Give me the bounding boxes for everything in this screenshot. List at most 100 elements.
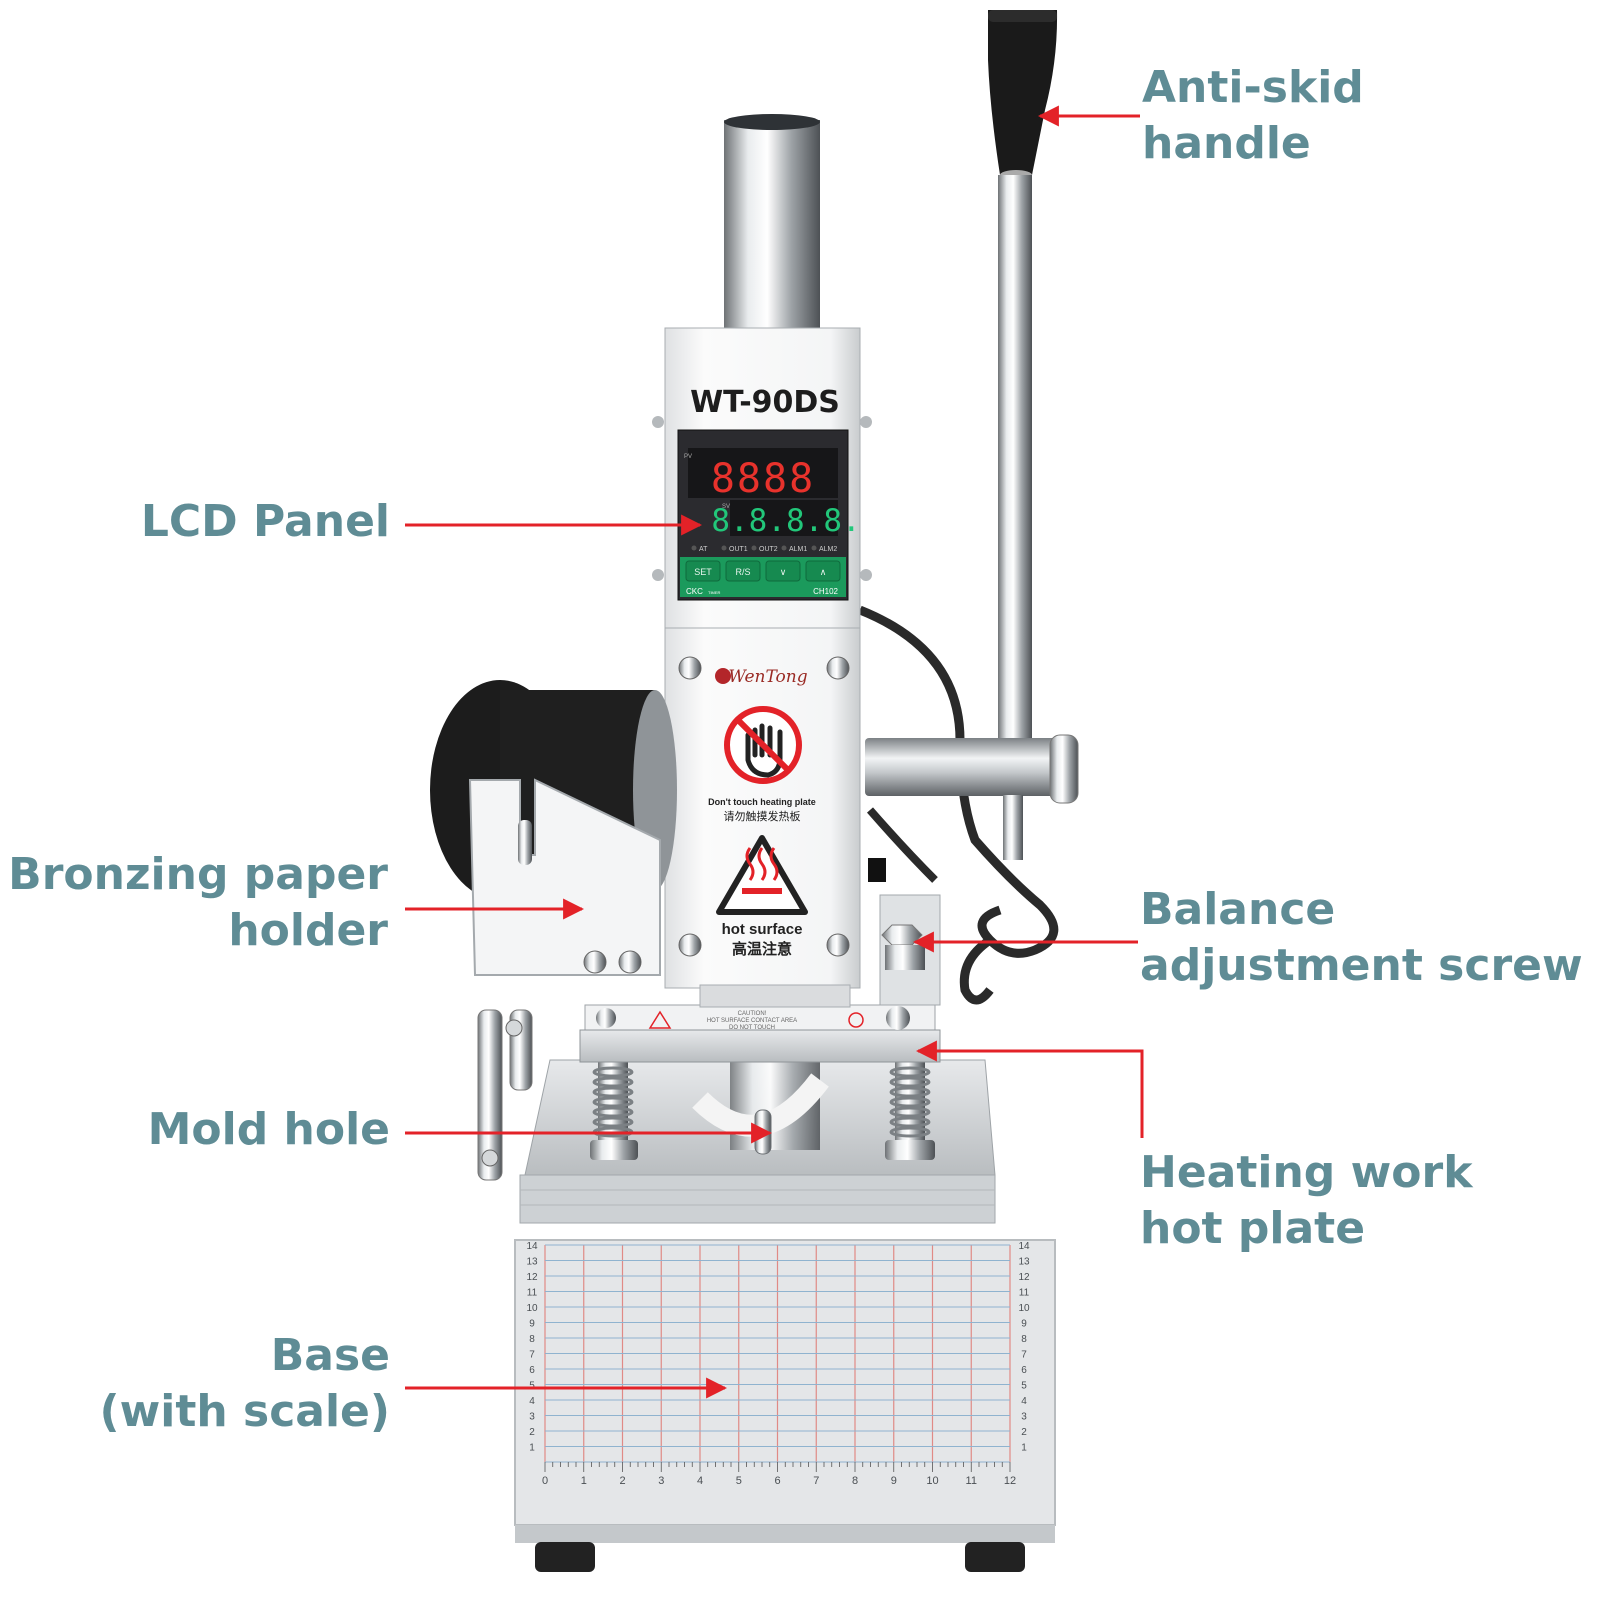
scale-bottom-label: 2 — [619, 1475, 625, 1487]
scale-side-label-left: 4 — [529, 1396, 535, 1407]
spring-coil — [592, 1086, 634, 1098]
controller-button — [765, 560, 801, 582]
callout-arrows — [405, 105, 1144, 1399]
arrow-heating-plate — [915, 1040, 1144, 1138]
scale-side-label-right: 11 — [1019, 1288, 1030, 1299]
footer-left-small: TIMER — [708, 590, 721, 595]
side-knob — [868, 858, 886, 882]
scale-bottom-label: 11 — [966, 1475, 977, 1487]
label-mold-hole: Mold hole — [148, 1102, 390, 1158]
hot-surface-sign: hot surface 高温注意 — [716, 835, 808, 958]
indicator-label: ALM1 — [789, 546, 807, 553]
scale-side-label-right: 8 — [1021, 1334, 1027, 1345]
indicator-led — [781, 545, 787, 551]
scale-side-label-left: 6 — [529, 1365, 535, 1376]
scale-bottom-label: 10 — [926, 1475, 938, 1487]
spring-coil — [592, 1076, 634, 1088]
scale-side-label-left: 14 — [526, 1241, 538, 1252]
label-anti-skid-handle-line1: Anti-skid — [1142, 62, 1364, 113]
scale-side-label-left: 9 — [529, 1319, 535, 1330]
scale-side-label-left: 1 — [529, 1443, 535, 1454]
scale-bottom-label: 9 — [891, 1475, 897, 1487]
label-anti-skid-handle-line2: handle — [1142, 118, 1311, 169]
scale-side-label-right: 3 — [1021, 1412, 1027, 1423]
spring-coil — [592, 1066, 634, 1078]
controller-button — [685, 560, 721, 582]
scale-side-label-right: 1 — [1021, 1443, 1027, 1454]
scale-side-label-left: 3 — [529, 1412, 535, 1423]
scale-bottom-label: 8 — [852, 1475, 858, 1487]
scale-side-label-right: 2 — [1021, 1427, 1027, 1438]
power-cable — [858, 605, 1059, 1005]
scale-side-label-left: 10 — [526, 1303, 538, 1314]
label-bronzing-line2: holder — [228, 905, 388, 956]
scale-side-label-right: 6 — [1021, 1365, 1027, 1376]
indicator-led — [751, 545, 757, 551]
pv-label: PV — [684, 454, 692, 460]
scale-bottom-label: 0 — [542, 1475, 548, 1487]
scale-side-label-left: 2 — [529, 1427, 535, 1438]
controller-button-label: ∧ — [820, 567, 827, 577]
top-column — [724, 114, 820, 330]
heating-hot-plate: CAUTION! HOT SURFACE CONTACT AREA DO NOT… — [579, 1004, 941, 1063]
label-anti-skid-handle: Anti-skid handle — [1142, 60, 1364, 172]
plate-caution-1: CAUTION! — [738, 1011, 767, 1017]
spring-coil — [889, 1096, 931, 1108]
scale-side-label-right: 12 — [1018, 1272, 1030, 1283]
scale-bottom-label: 1 — [581, 1475, 587, 1487]
scale-side-label-right: 5 — [1021, 1381, 1027, 1392]
controller-button-label: R/S — [735, 567, 750, 577]
spring-coil — [889, 1086, 931, 1098]
scale-side-label-left: 13 — [526, 1257, 538, 1268]
scale-side-label-right: 4 — [1021, 1396, 1027, 1407]
no-touch-en: Don't touch heating plate — [708, 797, 816, 807]
spring-coil — [889, 1126, 931, 1138]
controller-button — [725, 560, 761, 582]
plate-caution-2: HOT SURFACE CONTACT AREA — [707, 1018, 797, 1024]
indicator-label: OUT1 — [729, 546, 748, 553]
spring-coil — [592, 1116, 634, 1128]
scale-side-label-right: 9 — [1021, 1319, 1027, 1330]
label-bronzing-paper-holder: Bronzing paper holder — [8, 847, 388, 959]
label-heating-line2: hot plate — [1140, 1203, 1366, 1254]
spring-coil — [889, 1066, 931, 1078]
scale-side-label-right: 7 — [1021, 1350, 1027, 1361]
hot-surface-zh: 高温注意 — [732, 940, 792, 958]
label-bronzing-line1: Bronzing paper — [8, 849, 388, 900]
scale-bottom-label: 3 — [658, 1475, 664, 1487]
handle-lever — [865, 175, 1079, 860]
scale-side-label-left: 7 — [529, 1350, 535, 1361]
label-balance-line1: Balance — [1140, 884, 1336, 935]
scale-bottom-label: 7 — [813, 1475, 819, 1487]
footer-right: CH102 — [813, 587, 838, 596]
controller-button-label: SET — [694, 567, 712, 577]
indicator-label: AT — [699, 546, 708, 553]
label-balance-line2: adjustment screw — [1140, 940, 1583, 991]
no-touch-sign: Don't touch heating plate 请勿触摸发热板 — [708, 706, 816, 823]
no-touch-zh: 请勿触摸发热板 — [724, 809, 801, 823]
balance-adjustment-screw — [879, 894, 941, 1006]
hot-surface-en: hot surface — [722, 921, 803, 938]
brand-logo: WenTong — [715, 667, 808, 687]
brand-name: WenTong — [728, 667, 807, 687]
scale-bottom-label: 5 — [736, 1475, 742, 1487]
body-screws — [678, 656, 850, 957]
label-base-line2: (with scale) — [99, 1386, 390, 1437]
scale-side-label-left: 12 — [526, 1272, 538, 1283]
indicator-led — [721, 545, 727, 551]
spring-coil — [592, 1106, 634, 1118]
anti-skid-handle — [988, 10, 1058, 180]
indicator-label: ALM2 — [819, 546, 837, 553]
indicator-led — [691, 545, 697, 551]
scale-bottom-label: 12 — [1004, 1475, 1016, 1487]
spring-coil — [889, 1076, 931, 1088]
sv-label: SV — [722, 504, 730, 510]
spring-coil — [592, 1096, 634, 1108]
label-mold-hole-line1: Mold hole — [147, 1104, 390, 1155]
